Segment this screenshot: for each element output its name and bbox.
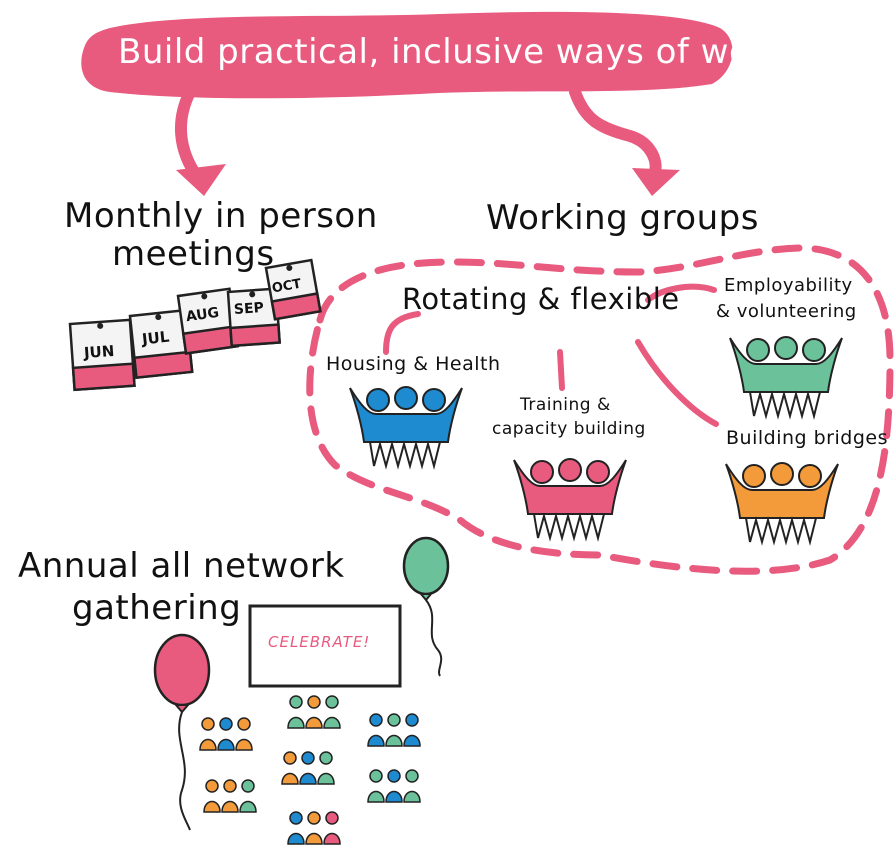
crowd-person [221, 779, 239, 813]
crowd-person [287, 811, 305, 845]
calendar-jun [68, 318, 136, 392]
annual-title-line1: Annual all network [18, 546, 345, 586]
calendar-sep [226, 287, 281, 348]
crowd-person [317, 751, 335, 785]
connector-training [557, 349, 565, 391]
month-sep: SEP [233, 299, 265, 319]
crowd-person [235, 717, 253, 751]
working-groups-title: Working groups [486, 198, 759, 238]
working-groups-subtitle: Rotating & flexible [402, 282, 680, 316]
connector-bridges [635, 339, 719, 427]
connector-employ [645, 283, 717, 303]
pink-balloon [153, 633, 211, 831]
crowd-person [323, 811, 341, 845]
group-bridges-people [725, 462, 839, 546]
crowd-person [305, 811, 323, 845]
crowd-person [305, 695, 323, 729]
crowd-person [385, 713, 403, 747]
group-housing-people [349, 386, 463, 470]
arrow-to-monthly [175, 86, 204, 184]
crowd-person [203, 779, 221, 813]
celebrate-text: CELEBRATE! [268, 633, 371, 651]
arrow-to-groups [569, 86, 662, 178]
banner-shape [81, 11, 733, 99]
crowd-person [199, 717, 217, 751]
celebrate-screen [248, 604, 402, 688]
crowd-person [281, 751, 299, 785]
crowd [199, 695, 421, 845]
crowd-person [299, 751, 317, 785]
crowd-person [403, 713, 421, 747]
group-employ-label-2: & volunteering [716, 301, 857, 322]
group-bridges-label: Building bridges [726, 427, 888, 449]
connector-housing [383, 311, 421, 355]
calendar-jul [128, 308, 194, 380]
green-balloon [402, 536, 450, 677]
crowd-person [239, 779, 257, 813]
monthly-title-line2: meetings [112, 234, 275, 274]
group-training-label-2: capacity building [492, 419, 646, 439]
monthly-title-line1: Monthly in person [64, 196, 378, 236]
month-jun: JUN [83, 341, 115, 363]
arrow-head-monthly [176, 164, 226, 196]
crowd-person [367, 769, 385, 803]
crowd-person [287, 695, 305, 729]
crowd-person [385, 769, 403, 803]
group-training-people [513, 458, 627, 542]
groups-dashed-outline [306, 244, 894, 575]
group-housing-label: Housing & Health [326, 353, 501, 375]
group-employ-label-1: Employability [724, 275, 853, 296]
annual-title-line2: gathering [72, 588, 242, 628]
crowd-person [367, 713, 385, 747]
crowd-person [323, 695, 341, 729]
crowd-person [403, 769, 421, 803]
crowd-person [217, 717, 235, 751]
banner-title: Build practical, inclusive ways of worki… [118, 32, 840, 72]
month-jul: JUL [141, 327, 171, 349]
arrow-head-groups [632, 168, 680, 196]
calendar-oct [264, 258, 322, 321]
group-training-label-1: Training & [520, 395, 611, 415]
group-employ-people [729, 336, 843, 420]
